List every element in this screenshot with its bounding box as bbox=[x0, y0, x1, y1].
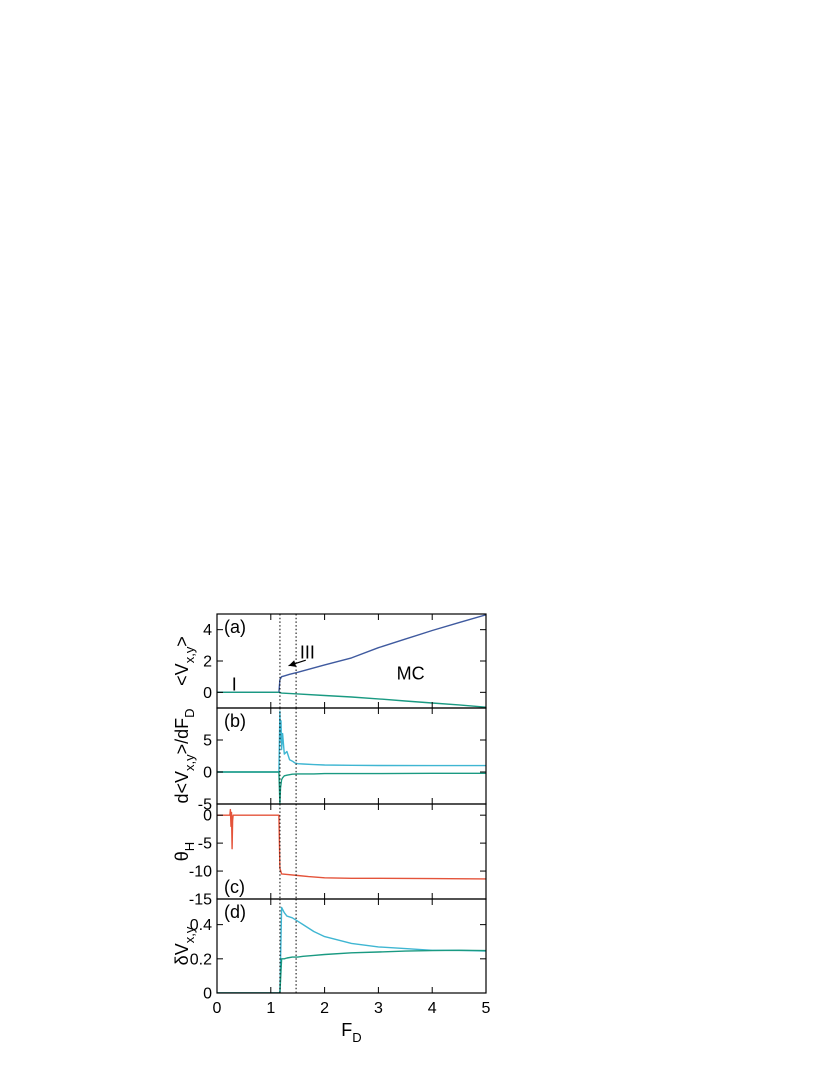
panel-frame bbox=[216, 707, 487, 805]
y-tick-label: 0 bbox=[203, 808, 212, 825]
series-group bbox=[217, 906, 486, 993]
y-axis-label: δVx,y bbox=[172, 926, 197, 965]
panel-label: (d) bbox=[224, 902, 246, 922]
series-line-red bbox=[217, 808, 486, 880]
annotation-label: I bbox=[232, 675, 237, 695]
y-axis-label-main: > bbox=[172, 636, 192, 647]
panel-frame bbox=[216, 803, 487, 900]
y-tick-label: 5 bbox=[203, 733, 212, 750]
y-tick-label: 0.2 bbox=[190, 951, 212, 968]
series-group bbox=[217, 808, 486, 880]
panel-d: 0 0.2 0.4 (d) δVx,y bbox=[172, 898, 487, 1003]
x-tick-label: 1 bbox=[266, 1000, 275, 1017]
panel-label: (b) bbox=[224, 711, 246, 731]
y-axis-label-sub: D bbox=[182, 708, 197, 717]
series-line-teal bbox=[217, 691, 486, 708]
annotation-arrow-head bbox=[288, 660, 297, 667]
y-axis-label-main: <V bbox=[172, 663, 192, 686]
y-axis-label-main: δV bbox=[172, 943, 192, 965]
x-tick-label: 4 bbox=[428, 1000, 437, 1017]
x-axis-label: FD bbox=[341, 1020, 361, 1045]
panel-label: (a) bbox=[224, 617, 246, 637]
y-axis-label-sub: x,y bbox=[182, 754, 197, 771]
y-axis-label: θH bbox=[172, 842, 197, 861]
x-axis-label-sub: D bbox=[352, 1030, 361, 1045]
y-axis-label-sub: x,y bbox=[182, 646, 197, 663]
y-axis-label-main: >/dF bbox=[172, 718, 192, 755]
panel-c: -15 -10 -5 0 (c) θH bbox=[172, 803, 487, 909]
y-tick-label: -15 bbox=[189, 892, 212, 909]
y-tick-label: 2 bbox=[203, 654, 212, 671]
series-line-teal bbox=[217, 771, 486, 804]
x-tick-label: 3 bbox=[374, 1000, 383, 1017]
y-axis-label-sub: x,y bbox=[182, 926, 197, 943]
annotation-label: MC bbox=[397, 664, 425, 684]
y-tick-label: -10 bbox=[189, 864, 212, 881]
y-tick-label: -5 bbox=[198, 836, 212, 853]
panel-frame bbox=[216, 898, 487, 994]
y-axis-label-sub: H bbox=[182, 842, 197, 851]
series-line-cyan bbox=[217, 906, 486, 993]
y-tick-label: 0 bbox=[203, 685, 212, 702]
y-axis-label-main: d<V bbox=[172, 771, 192, 804]
y-tick-label: 0 bbox=[203, 986, 212, 1003]
series-group bbox=[217, 614, 486, 708]
y-axis-label: <Vx,y> bbox=[172, 636, 197, 686]
series-line-teal bbox=[217, 949, 486, 993]
panel-frame bbox=[216, 613, 487, 709]
panel-b: -5 0 5 (b) d<Vx,y>/dFD bbox=[172, 707, 487, 814]
x-tick-label: 2 bbox=[320, 1000, 329, 1017]
annotation-label: III bbox=[300, 642, 315, 662]
y-axis-label-main: θ bbox=[172, 851, 192, 861]
x-axis-label-main: F bbox=[341, 1020, 352, 1040]
series-group bbox=[217, 710, 486, 804]
y-tick-label: 4 bbox=[203, 622, 212, 639]
series-line-blue bbox=[217, 614, 486, 693]
x-tick-label: 0 bbox=[213, 1000, 222, 1017]
y-tick-label: 0 bbox=[203, 765, 212, 782]
panel-label: (c) bbox=[224, 877, 245, 897]
series-line-cyan bbox=[217, 710, 486, 773]
x-tick-label: 5 bbox=[482, 1000, 491, 1017]
y-axis-label: d<Vx,y>/dFD bbox=[172, 708, 197, 803]
y-tick-label: 0.4 bbox=[190, 917, 212, 934]
y-tick-label: -5 bbox=[198, 797, 212, 814]
